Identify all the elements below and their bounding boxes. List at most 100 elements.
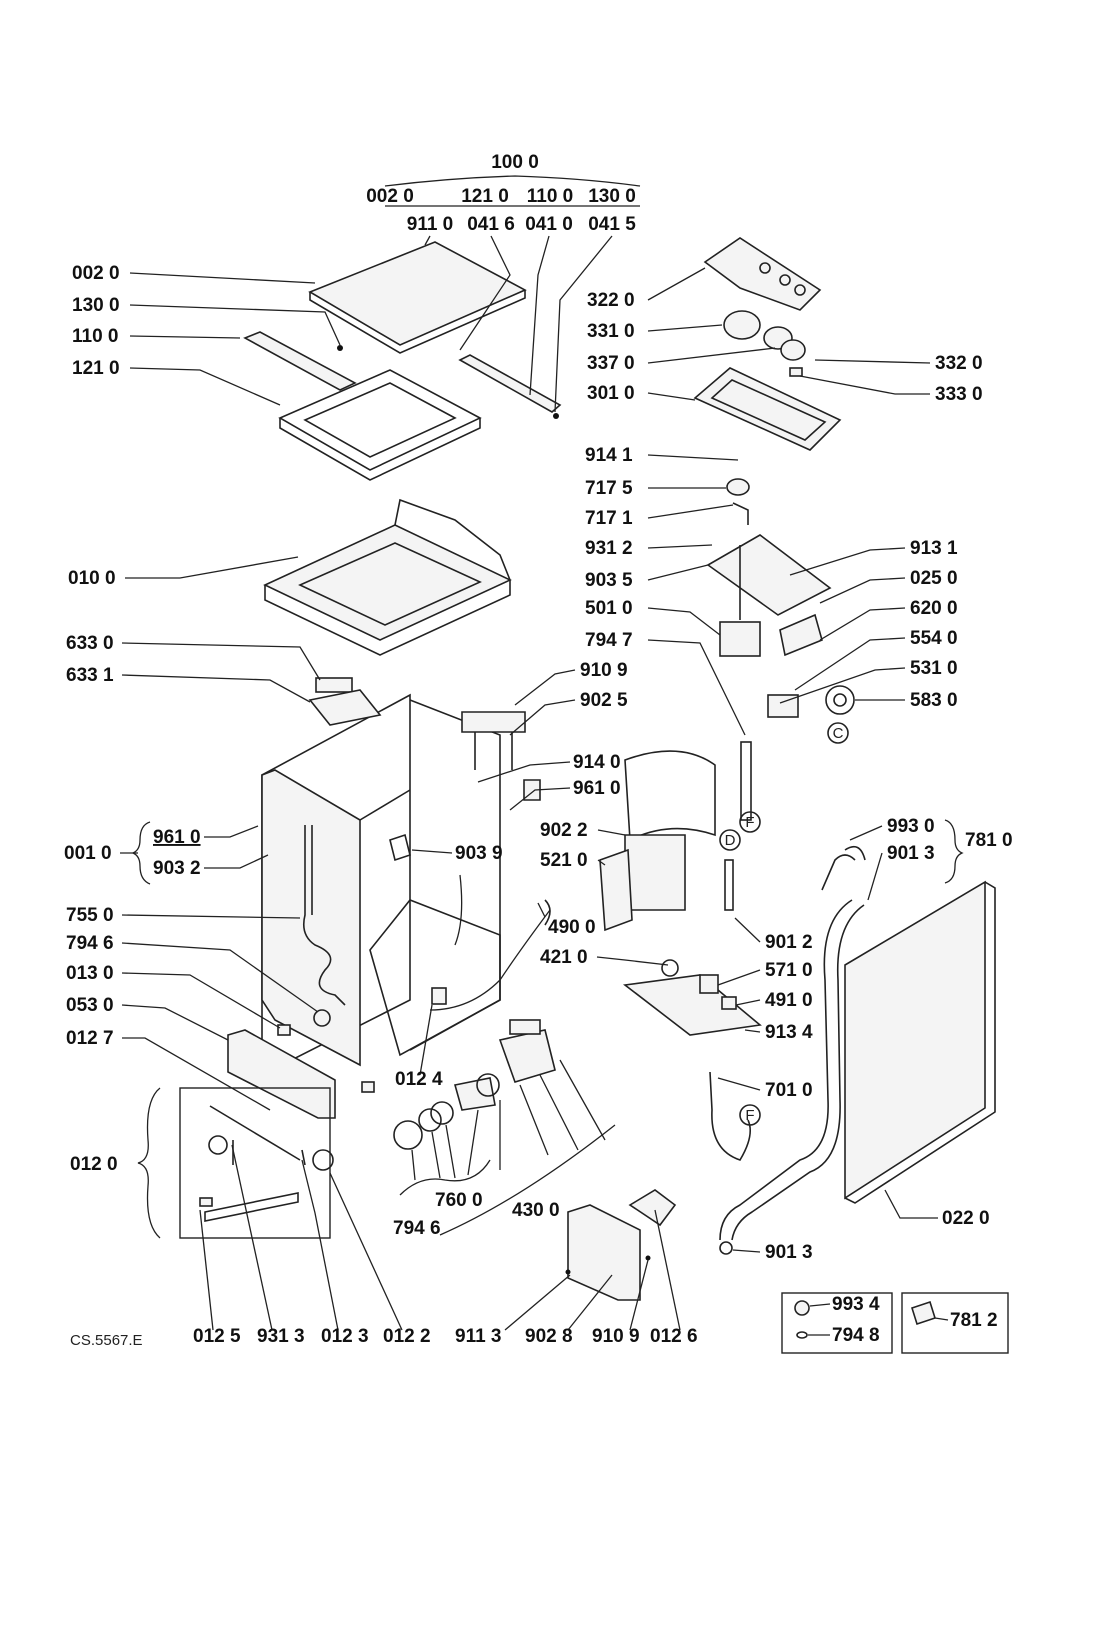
tub-back xyxy=(394,498,511,581)
internal-hose xyxy=(302,825,346,1006)
leader xyxy=(596,956,669,966)
drain-hose-outer xyxy=(719,899,853,1241)
header-row2-item: 911 0 xyxy=(407,214,454,235)
bottom-bracket xyxy=(565,1189,677,1301)
part-label: 001 0 xyxy=(64,843,112,864)
part-label: 901 2 xyxy=(765,932,813,953)
part-label: 110 0 xyxy=(72,326,119,347)
leader xyxy=(647,639,746,736)
control-panel-parts xyxy=(693,237,855,821)
part-label: 794 8 xyxy=(832,1325,880,1346)
leader xyxy=(647,607,721,636)
leader xyxy=(647,324,723,332)
part-5010 xyxy=(719,621,761,657)
marker-c xyxy=(827,722,849,744)
leader xyxy=(537,902,546,918)
part-label: 012 3 xyxy=(321,1326,369,1347)
part-label: 121 0 xyxy=(72,358,120,379)
part-label: 903 5 xyxy=(585,570,633,591)
top-cover-edge xyxy=(309,290,526,354)
header-row2-item: 041 6 xyxy=(467,214,515,235)
leader xyxy=(819,607,906,641)
leader xyxy=(204,825,259,838)
leader xyxy=(647,347,776,364)
pump-motor xyxy=(498,1029,556,1083)
part-6200 xyxy=(779,613,823,657)
plinth-part xyxy=(227,1029,336,1119)
marker-d xyxy=(719,829,741,851)
part-label: 794 7 xyxy=(585,630,633,651)
valve-plate xyxy=(622,974,762,1036)
header-title: 100 0 xyxy=(491,152,539,173)
header-row1-item: 121 0 xyxy=(461,186,509,207)
part-label: 914 1 xyxy=(585,445,633,466)
part-label: 902 2 xyxy=(540,820,588,841)
leader xyxy=(529,235,550,396)
part-label: 913 4 xyxy=(765,1022,813,1043)
leader xyxy=(734,917,761,943)
leader xyxy=(647,504,734,519)
leader xyxy=(129,335,241,339)
side-panel-0220 xyxy=(844,880,986,1200)
part-label: 633 1 xyxy=(66,665,114,686)
tub-part xyxy=(263,498,512,656)
cabinet-right-panel xyxy=(409,699,501,1051)
seal-ring-1 xyxy=(418,1108,442,1132)
part-6331 xyxy=(308,689,382,726)
pump-filter xyxy=(393,1120,423,1150)
part-label: 781 2 xyxy=(950,1310,998,1331)
part-label: 012 2 xyxy=(383,1326,431,1347)
leader xyxy=(849,825,883,841)
top-cover-part xyxy=(308,241,527,346)
leader xyxy=(204,854,269,869)
leader xyxy=(122,1037,271,1111)
part-labels: 002 0 130 0 110 0 121 0 010 0 633 0 633 … xyxy=(64,263,1013,1347)
pump-top xyxy=(509,1019,541,1035)
legend-box-left xyxy=(781,1292,893,1354)
part-label: 910 9 xyxy=(592,1326,640,1347)
latch-clip xyxy=(199,1197,213,1207)
middle-parts xyxy=(389,711,616,1236)
leader xyxy=(121,1004,229,1041)
leader xyxy=(301,1159,339,1331)
leader xyxy=(744,1029,761,1033)
part-label: 531 0 xyxy=(910,658,958,679)
wiring xyxy=(454,874,463,946)
leader xyxy=(732,1249,761,1253)
leader xyxy=(129,304,341,346)
leader xyxy=(814,359,931,364)
part-label: 430 0 xyxy=(512,1200,560,1221)
marker-c-label: C xyxy=(833,725,844,742)
brace-0010 xyxy=(131,821,151,885)
leader xyxy=(629,1259,649,1331)
tub-rim xyxy=(263,524,512,641)
part-5310 xyxy=(767,694,799,718)
pressure-tube xyxy=(740,741,752,821)
part-label: 322 0 xyxy=(587,290,635,311)
latch-box-frame xyxy=(179,1087,331,1239)
leader xyxy=(647,564,709,581)
part-label: 794 6 xyxy=(393,1218,441,1239)
brace-7600 xyxy=(399,1159,491,1196)
leader xyxy=(121,942,319,1013)
header-group: 100 0 002 0 121 0 110 0 130 0 911 0 041 … xyxy=(366,152,641,235)
front-bar-part xyxy=(243,331,357,391)
part-5830 xyxy=(825,685,855,715)
bracket-9028 xyxy=(567,1204,641,1301)
part-label: 931 3 xyxy=(257,1326,305,1347)
leader xyxy=(329,1172,403,1331)
part-label: 012 6 xyxy=(650,1326,698,1347)
part-label: 701 0 xyxy=(765,1080,813,1101)
part-label: 490 0 xyxy=(548,917,596,938)
latch-lever xyxy=(204,1192,299,1222)
part-label: 337 0 xyxy=(587,353,635,374)
part-label: 903 9 xyxy=(455,843,503,864)
leader xyxy=(884,1189,938,1219)
latch-knob xyxy=(312,1149,334,1171)
leader xyxy=(647,267,706,301)
leader xyxy=(121,674,311,703)
leader xyxy=(809,1303,831,1307)
part-label: 901 3 xyxy=(765,1242,813,1263)
part-label: 025 0 xyxy=(910,568,958,589)
part-label: 421 0 xyxy=(540,947,588,968)
